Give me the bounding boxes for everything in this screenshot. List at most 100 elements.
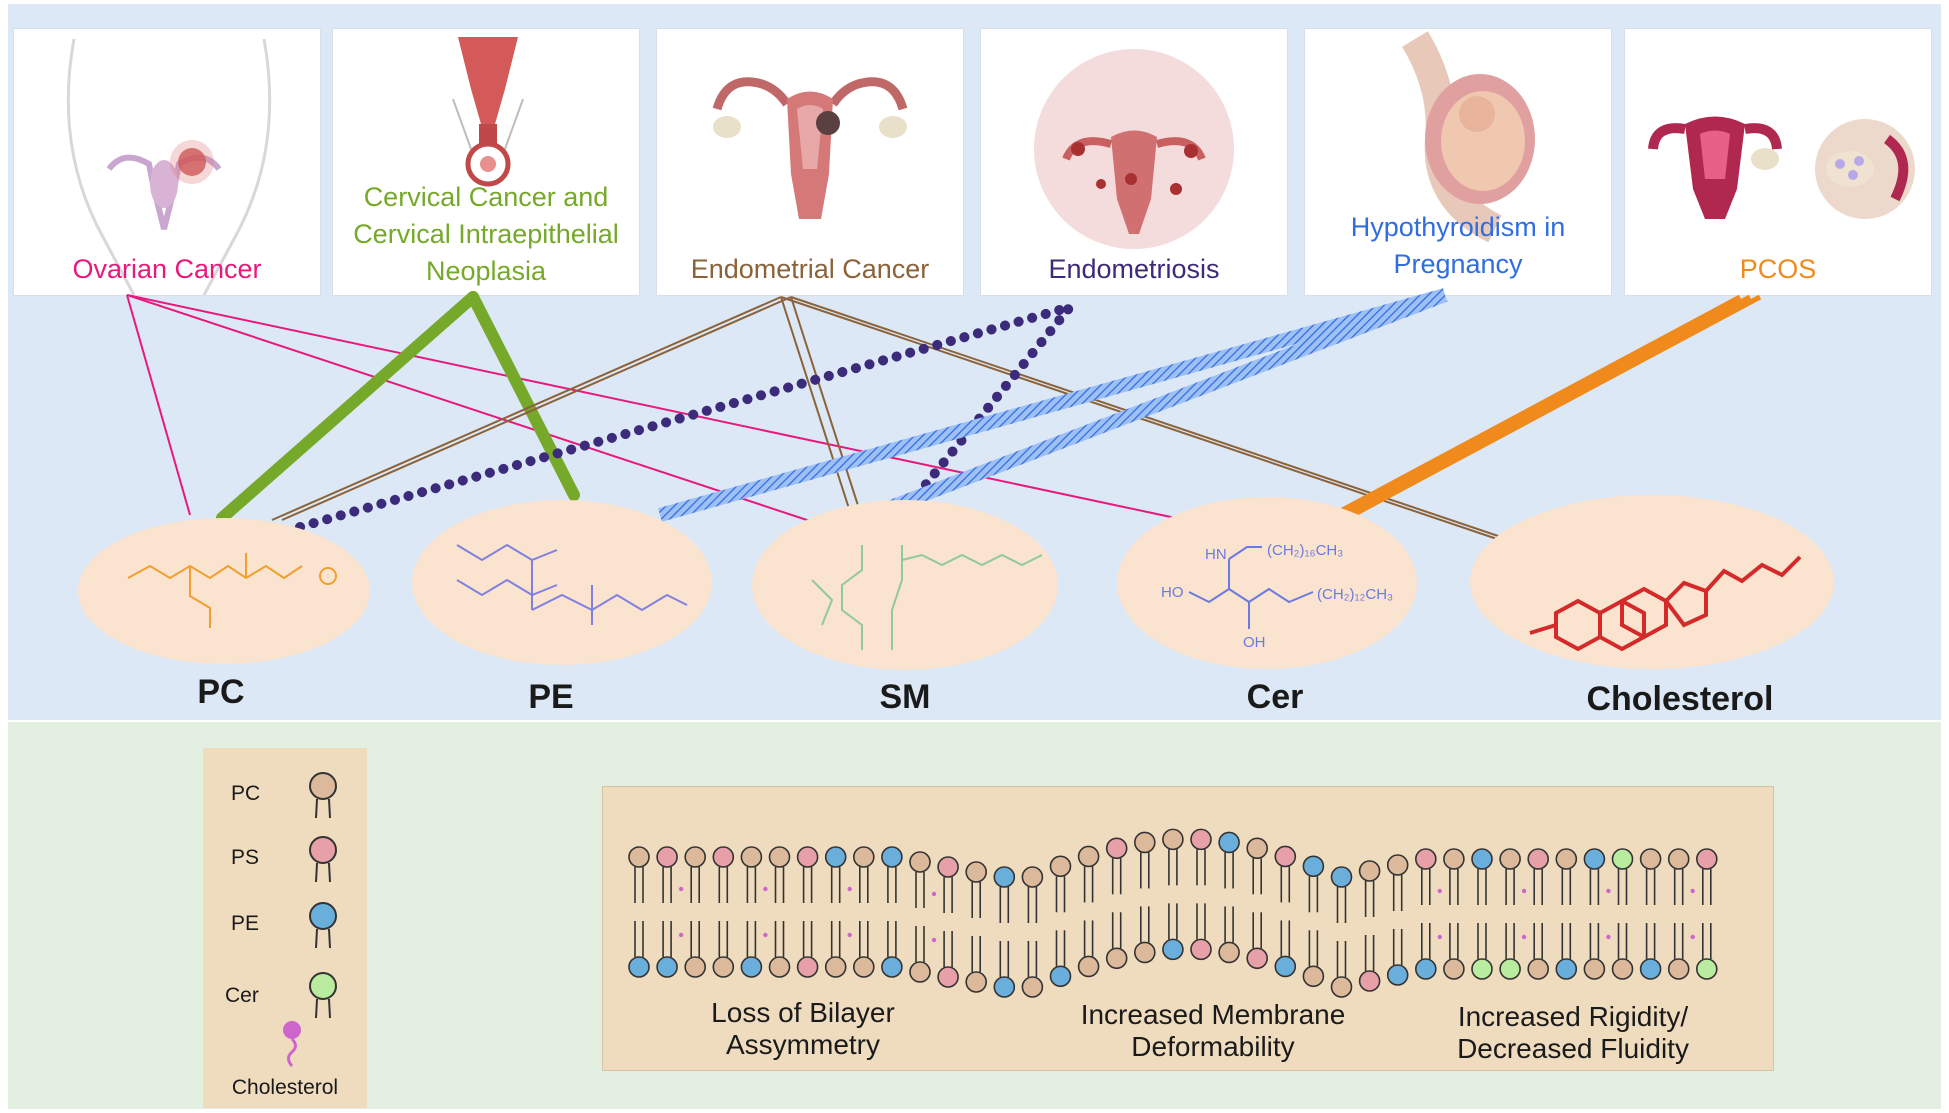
cervical-label-text: Cervical Cancer and Cervical Intraepithe… — [353, 182, 619, 286]
legend-label-cer: Cer — [225, 984, 259, 1007]
effect-deformability-line1: Increased Membrane — [1080, 999, 1346, 1030]
panel-pcos: PCOS — [1624, 28, 1932, 296]
panel-hypothyroidism: Hypothyroidism in Pregnancy — [1304, 28, 1612, 296]
bilayer-lipid-pair — [1667, 848, 1695, 980]
bilayer-lipid-pair — [684, 846, 706, 978]
bilayer-lipid-pair — [628, 846, 650, 978]
bilayer-lipid-pair — [824, 846, 852, 978]
link-cervical-cancer — [216, 291, 580, 524]
bilayer-lipid-pair — [1639, 848, 1662, 980]
legend-glyphs — [283, 772, 337, 1067]
link-hypothyroidism — [658, 288, 1448, 522]
pregnancy-illustration — [1402, 31, 1535, 243]
lipid-bilayer — [628, 828, 1718, 998]
condition-label-endometriosis: Endometriosis — [1048, 254, 1220, 284]
lipid-oval-cholesterol — [1470, 495, 1834, 669]
bilayer-lipid-pair — [1471, 848, 1493, 980]
effect-label-deformability: Increased Membrane Deformability — [1043, 999, 1383, 1063]
effect-asymmetry-line2: Assymmetry — [726, 1029, 880, 1060]
link-endometriosis — [295, 297, 1084, 532]
bilayer-lipid-pair — [1077, 845, 1100, 978]
bilayer-lipid-pair — [1049, 855, 1072, 988]
condition-label-ovarian: Ovarian Cancer — [72, 254, 262, 284]
panel-endometrial-cancer: Endometrial Cancer — [656, 28, 964, 296]
bilayer-lipid-pair — [1246, 837, 1269, 970]
effect-label-asymmetry: Loss of Bilayer Assymmetry — [653, 997, 953, 1061]
bilayer-lipid-pair — [768, 846, 791, 978]
effect-rigidity-line2: Decreased Fluidity — [1457, 1033, 1689, 1064]
bilayer-lipid-pair — [740, 846, 768, 978]
lipid-legend: PC PS PE Cer Cholesterol — [203, 748, 367, 1108]
condition-label-hypothyroidism: Hypothyroidism in Pregnancy — [1305, 209, 1611, 283]
cervix-illustration — [452, 37, 524, 187]
cholesterol-structure — [1529, 555, 1802, 652]
effect-deformability-line2: Deformability — [1131, 1031, 1295, 1062]
panel-ovarian-cancer: Ovarian Cancer — [13, 28, 321, 296]
bilayer-lipid-pair — [1386, 854, 1409, 986]
panel-endometriosis: Endometriosis — [980, 28, 1288, 296]
bilayer-lipid-pair — [1527, 848, 1550, 980]
ovarian-cancer-illustration — [66, 38, 272, 296]
bilayer-lipid-pair — [1583, 848, 1611, 980]
cer-chain2-text: (CH₂)₁₂CH₃ — [1317, 586, 1393, 603]
bilayer-lipid-pair — [1443, 848, 1465, 980]
bilayer-lipid-pair — [712, 846, 735, 978]
bilayer-lipid-pair — [881, 846, 903, 978]
bilayer-lipid-pair — [1190, 828, 1212, 961]
lipid-oval-pc — [78, 518, 370, 664]
legend-cholesterol-glyph — [283, 1021, 301, 1067]
legend-pe-glyph — [309, 902, 337, 949]
link-ovarian-cancer — [126, 294, 1186, 526]
cer-structure: HN (CH₂)₁₆CH₃ (CH₂)₁₂CH₃ HO OH — [1161, 542, 1393, 651]
lipid-label-cer: Cer — [1246, 678, 1304, 716]
link-pcos — [1331, 294, 1762, 518]
panel-cervical-cancer: Cervical Cancer and Cervical Intraepithe… — [332, 28, 640, 296]
legend-label-ps: PS — [231, 846, 260, 869]
bilayer-lipid-pair — [1274, 845, 1297, 978]
legend-label-cholesterol: Cholesterol — [231, 1076, 339, 1099]
pc-structure — [127, 553, 337, 628]
legend-pc-glyph — [309, 772, 337, 819]
cer-oh-text: OH — [1243, 634, 1266, 651]
cer-hn-text: HN — [1205, 546, 1227, 563]
bilayer-lipid-pair — [1611, 848, 1634, 980]
bilayer-lipid-pair — [1218, 831, 1240, 964]
bilayer-lipid-pair — [1302, 855, 1325, 988]
condition-label-cervical: Cervical Cancer and Cervical Intraepithe… — [333, 179, 639, 290]
bilayer-lipid-pair — [1133, 831, 1156, 964]
cer-chain1-text: (CH₂)₁₆CH₃ — [1267, 542, 1343, 559]
bilayer-lipid-pair — [1162, 828, 1184, 961]
membrane-box: Loss of Bilayer Assymmetry Increased Mem… — [602, 786, 1774, 1071]
pe-structure — [456, 543, 688, 625]
legend-ps-glyph — [309, 836, 337, 883]
pcos-illustration — [1648, 116, 1915, 219]
effect-label-rigidity: Increased Rigidity/ Decreased Fluidity — [1403, 1001, 1743, 1065]
bilayer-lipid-pair — [852, 846, 875, 978]
bilayer-lipid-pair — [796, 846, 819, 978]
hypothyroidism-label-text: Hypothyroidism in Pregnancy — [1350, 212, 1566, 279]
bilayer-lipid-pair — [1696, 848, 1718, 980]
cer-ho-text: HO — [1161, 584, 1184, 601]
condition-label-pcos: PCOS — [1739, 254, 1817, 284]
bilayer-lipid-pair — [1021, 866, 1044, 998]
lipid-oval-cer: HN (CH₂)₁₆CH₃ (CH₂)₁₂CH₃ HO OH — [1117, 497, 1417, 669]
lipid-label-pe: PE — [528, 678, 574, 716]
bilayer-lipid-pair — [656, 846, 684, 978]
lipid-oval-pe — [412, 500, 712, 665]
legend-label-pe: PE — [231, 912, 260, 935]
bilayer-lipid-pair — [965, 861, 988, 993]
bilayer-lipid-pair — [1358, 860, 1381, 992]
bilayer-lipid-pair — [993, 866, 1016, 998]
bilayer-lipid-pair — [1414, 848, 1442, 980]
bilayer-lipid-pair — [1330, 866, 1353, 998]
endometriosis-illustration — [1034, 49, 1234, 249]
lipid-label-pc: PC — [197, 673, 245, 711]
lipid-oval-sm — [752, 500, 1058, 670]
lipid-label-cholesterol: Cholesterol — [1586, 680, 1774, 718]
bilayer-lipid-pair — [937, 856, 959, 988]
legend-cer-glyph — [309, 972, 337, 1019]
sm-structure — [811, 545, 1043, 650]
condition-label-endometrial: Endometrial Cancer — [690, 254, 930, 284]
